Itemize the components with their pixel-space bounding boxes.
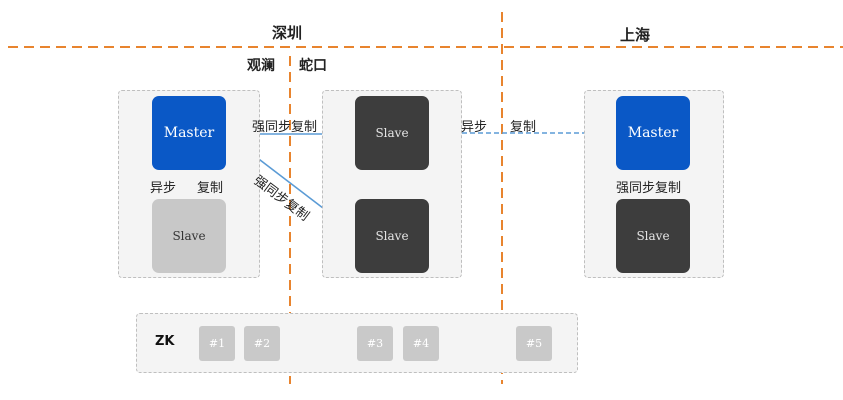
zone-label-guanlan: 观澜 bbox=[247, 58, 275, 74]
zone-label-shekou: 蛇口 bbox=[299, 58, 327, 74]
edge-label-strong-sync-top: 强同步复制 bbox=[252, 120, 318, 135]
zk-member-3[interactable]: #3 bbox=[357, 326, 393, 361]
edge-label-async-cross-a: 异步 bbox=[461, 120, 488, 135]
edge-label-strong-sync-right: 强同步复制 bbox=[616, 181, 682, 196]
slave-node-mid-top[interactable]: Slave bbox=[355, 96, 429, 170]
slave-node-left[interactable]: Slave bbox=[152, 199, 226, 273]
slave-node-right[interactable]: Slave bbox=[616, 199, 690, 273]
zk-member-4[interactable]: #4 bbox=[403, 326, 439, 361]
zk-member-5[interactable]: #5 bbox=[516, 326, 552, 361]
slave-node-mid-bottom[interactable]: Slave bbox=[355, 199, 429, 273]
region-label-shenzhen: 深圳 bbox=[272, 24, 303, 42]
master-node-left[interactable]: Master bbox=[152, 96, 226, 170]
edge-label-async-left-a: 异步 bbox=[150, 181, 177, 196]
zk-member-1[interactable]: #1 bbox=[199, 326, 235, 361]
region-label-shanghai: 上海 bbox=[620, 26, 651, 44]
edge-label-async-left-b: 复制 bbox=[197, 181, 224, 196]
master-node-right[interactable]: Master bbox=[616, 96, 690, 170]
zk-member-2[interactable]: #2 bbox=[244, 326, 280, 361]
edge-label-async-cross-b: 复制 bbox=[510, 120, 537, 135]
zk-label: ZK bbox=[155, 334, 175, 349]
